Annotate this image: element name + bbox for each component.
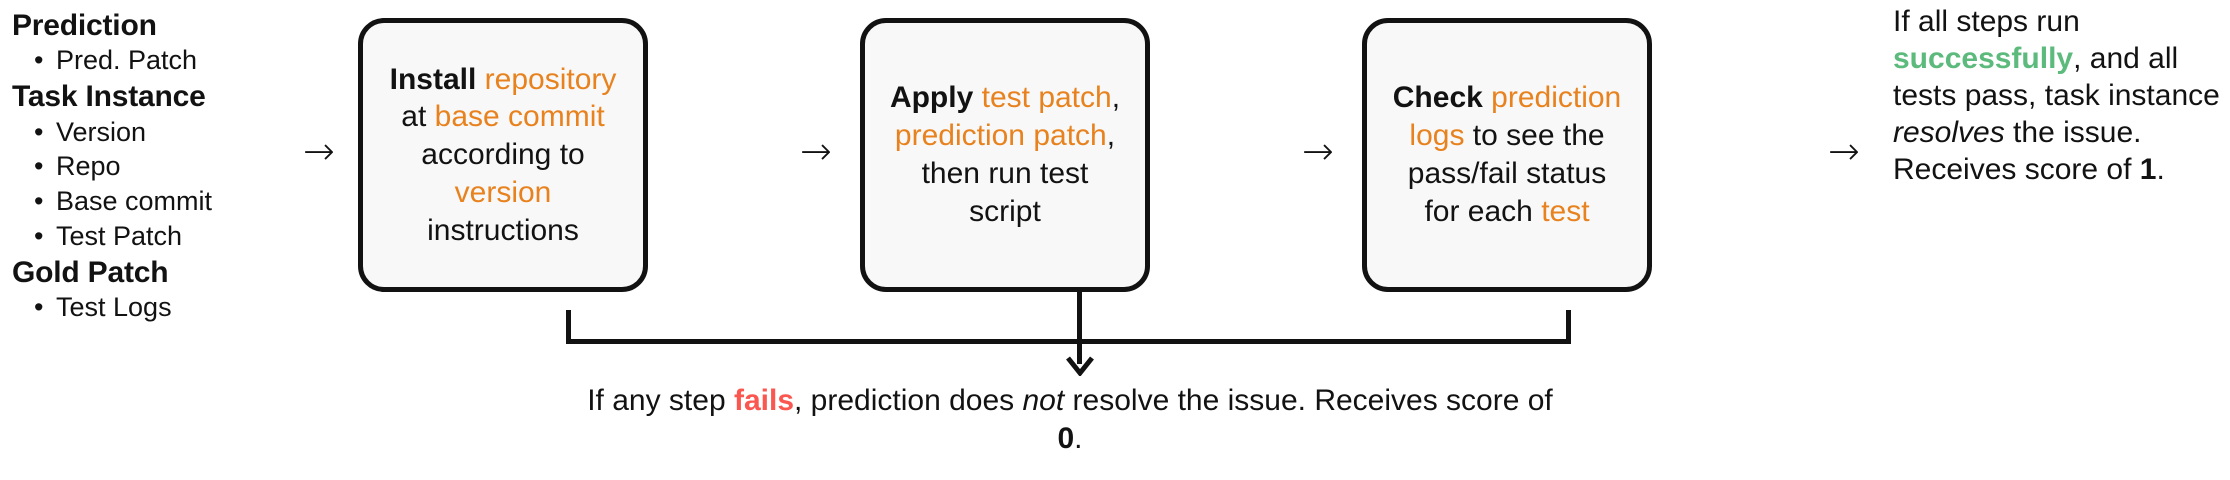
step-box-check: Check prediction logs to see the pass/fa… — [1362, 18, 1652, 292]
fail-segment-plain: , prediction does — [794, 384, 1023, 417]
arrow-right-icon-apply-to-check: → — [1302, 129, 1334, 173]
spec-item-base-commit: • Base commit — [34, 185, 312, 219]
arrow-right-icon-install-to-apply: → — [800, 129, 832, 173]
bracket-left-stem — [566, 310, 571, 344]
fail-segment-plain: If any step — [587, 384, 734, 417]
step-line: for each test — [1424, 195, 1589, 228]
fail-score-value: 0 — [1057, 422, 1075, 456]
step-token-orange: logs — [1409, 119, 1465, 153]
arrow-right-icon-check-to-outcome: → — [1828, 129, 1860, 173]
spec-item-test-patch: • Test Patch — [34, 220, 312, 254]
fail-segment-not: not — [1022, 384, 1065, 417]
step-line: Install repository — [390, 63, 617, 96]
bullet-dot-icon: • — [34, 291, 44, 322]
step-token-orange: test — [1541, 194, 1590, 228]
spec-item-label: Repo — [56, 151, 121, 182]
spec-item-pred-patch: • Pred. Patch — [34, 44, 312, 78]
step-verb: Apply — [889, 81, 974, 115]
spec-item-label: Test Logs — [56, 291, 172, 322]
step-token-orange: version — [454, 175, 552, 209]
step-token-orange: base commit — [434, 100, 605, 134]
spec-item-label: Version — [56, 116, 147, 147]
step-line: Check prediction — [1393, 81, 1621, 114]
bullet-dot-icon: • — [34, 116, 44, 147]
spec-item-test-logs: • Test Logs — [34, 291, 312, 325]
step-line: script — [969, 194, 1041, 228]
spec-item-label: Base commit — [56, 186, 213, 217]
task-input-spec-column: Prediction • Pred. Patch Task Instance •… — [12, 8, 312, 326]
outcome-segment-resolves: resolves — [1893, 115, 2005, 149]
outcome-segment-successfully: successfully — [1893, 41, 2074, 75]
step-token-orange: prediction patch — [894, 119, 1107, 153]
step-line: at base commit — [401, 100, 604, 133]
spec-item-repo: • Repo — [34, 150, 312, 184]
arrow-down-stem — [1077, 292, 1082, 364]
step-line: pass/fail status — [1407, 157, 1607, 190]
step-line: then run test — [921, 157, 1089, 190]
spec-item-label: Pred. Patch — [56, 45, 198, 76]
step-token-plain: , — [1106, 119, 1116, 153]
step-verb: Install — [389, 62, 477, 96]
arrow-right-icon-spec-to-install: → — [303, 129, 335, 173]
step-line: logs to see the — [1409, 119, 1604, 152]
spec-heading-prediction: Prediction — [12, 9, 157, 42]
step-token-plain: for each — [1424, 194, 1542, 228]
fail-segment-plain: resolve the issue. Receives score of — [1064, 384, 1553, 417]
step-line: according to — [421, 138, 585, 172]
outcome-segment-plain: , and all tests pass, task instance — [1893, 41, 2220, 112]
bracket-right-stem — [1566, 310, 1571, 344]
step-verb: Check — [1392, 81, 1483, 115]
arrow-down-icon-to-failure — [1066, 292, 1094, 376]
step-token-plain: instructions — [427, 213, 579, 247]
bullet-dot-icon: • — [34, 220, 44, 251]
fail-segment-plain: . — [1074, 422, 1083, 456]
spec-item-label: Test Patch — [56, 220, 183, 251]
step-text-install: Install repository at base commit accord… — [363, 61, 643, 250]
step-text-check: Check prediction logs to see the pass/fa… — [1379, 79, 1635, 230]
step-token-orange: prediction — [1491, 81, 1622, 115]
step-box-apply: Apply test patch, prediction patch, then… — [860, 18, 1150, 292]
outcome-segment-plain: . — [2156, 152, 2165, 186]
spec-heading-gold-patch: Gold Patch — [12, 255, 169, 289]
step-box-install: Install repository at base commit accord… — [358, 18, 648, 292]
step-token-orange: test patch — [981, 81, 1112, 115]
step-line: version instructions — [427, 176, 579, 247]
arrow-down-head-icon — [1066, 356, 1094, 376]
step-line: prediction patch, — [895, 119, 1115, 152]
outcome-score-value: 1 — [2139, 152, 2157, 186]
spec-item-version: • Version — [34, 116, 312, 150]
step-token-plain: at — [401, 100, 435, 134]
outcome-segment-plain: If all steps run — [1893, 5, 2080, 38]
bullet-dot-icon: • — [34, 186, 44, 217]
spec-heading-task-instance: Task Instance — [12, 80, 206, 114]
bracket-horizontal-bar — [566, 339, 1571, 344]
outcome-segment-plain: the issue. Receives score of — [1893, 115, 2142, 186]
failure-branch-bracket — [566, 310, 1571, 344]
step-token-plain: , — [1111, 81, 1121, 115]
outcome-failure-text: If any step fails, prediction does not r… — [580, 382, 1560, 459]
bullet-dot-icon: • — [34, 45, 44, 76]
step-token-orange: repository — [484, 62, 617, 96]
outcome-success-text: If all steps run successfully, and all t… — [1893, 4, 2223, 188]
step-token-plain: to see the — [1464, 119, 1605, 153]
fail-segment-fails: fails — [733, 384, 794, 417]
step-text-apply: Apply test patch, prediction patch, then… — [876, 79, 1134, 230]
step-line: Apply test patch, — [890, 81, 1120, 114]
bullet-dot-icon: • — [34, 151, 44, 182]
